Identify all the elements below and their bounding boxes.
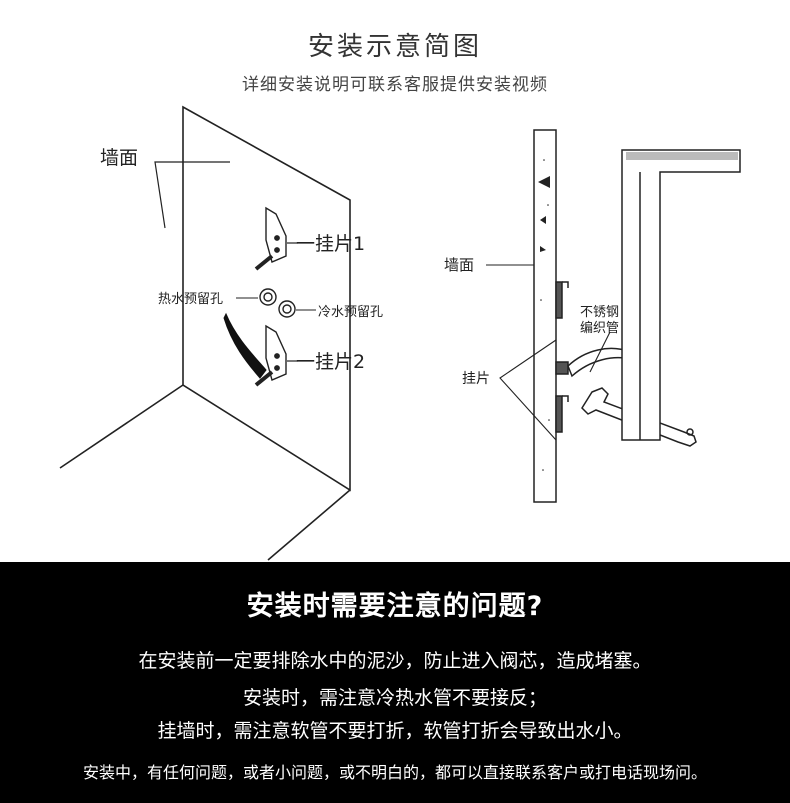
install-direction-arrow: [223, 312, 267, 379]
cold-water-hole-label: 冷水预留孔: [318, 305, 383, 320]
side-bracket-top: [555, 281, 563, 319]
side-valve-connector: [555, 361, 569, 375]
note-line-2: 安装时，需注意冷热水管不要接反；: [242, 687, 547, 709]
bracket-1: [254, 206, 298, 271]
side-bracket-label: 挂片: [462, 371, 490, 387]
left-wall-diagram: [59, 105, 351, 561]
page-title: 安装示意简图: [307, 32, 482, 62]
notes-title: 安装时需要注意的问题?: [246, 591, 544, 622]
bracket-1-label: 一挂片1: [296, 233, 365, 255]
page-subtitle: 详细安装说明可联系客服提供安装视频: [242, 75, 548, 95]
diagram-section: 安装示意简图 详细安装说明可联系客服提供安装视频 墙面 一挂片1: [59, 32, 741, 561]
notes-section: 安装时需要注意的问题? 在安装前一定要排除水中的泥沙，防止进入阀芯，造成堵塞。 …: [0, 562, 790, 803]
water-holes: [236, 288, 316, 318]
floor-line: [59, 384, 184, 469]
left-wall-label: 墙面: [100, 147, 138, 169]
hose-label-line2: 编织管: [580, 321, 619, 336]
hose-label-line1: 不锈钢: [580, 305, 619, 320]
floor-line-right: [267, 489, 351, 561]
hot-water-hole-label: 热水预留孔: [158, 292, 223, 307]
bracket-2-label: 一挂片2: [296, 351, 365, 373]
note-line-3: 挂墙时，需注意软管不要打折，软管打折会导致出水小。: [157, 720, 633, 742]
note-line-4: 安装中，有任何问题，或者小问题，或不明白的，都可以直接联系客户或打电话现场问。: [82, 763, 707, 782]
installation-diagram: 墙面 一挂片1 热水预留孔 冷水预留孔: [59, 105, 741, 561]
right-wall-label: 墙面: [444, 256, 474, 274]
shower-panel: [621, 149, 741, 441]
wall-pointer: [154, 161, 230, 229]
bracket-2: [254, 324, 298, 387]
note-line-1: 在安装前一定要排除水中的泥沙，防止进入阀芯，造成堵塞。: [138, 650, 652, 672]
right-side-diagram: [486, 129, 741, 503]
side-bracket-bottom: [555, 395, 563, 433]
wall-section: [533, 129, 557, 503]
